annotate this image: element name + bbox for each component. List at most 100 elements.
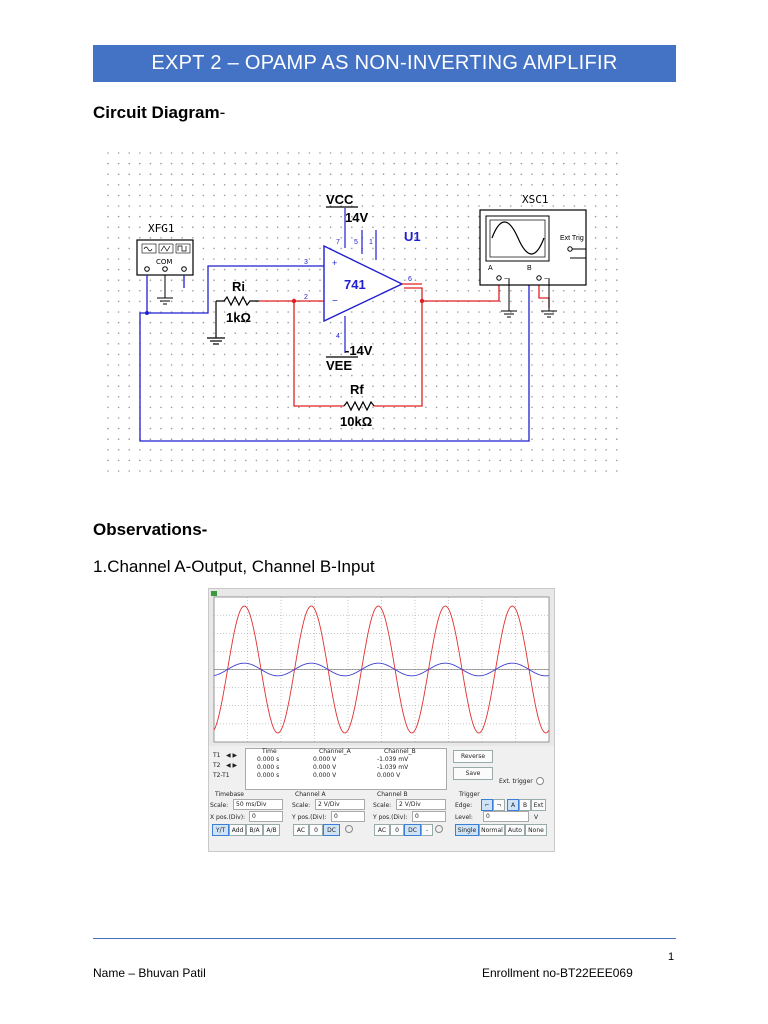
t1-a: 0.000 V [313, 756, 337, 763]
t1-b: -1.039 mV [377, 756, 409, 763]
dot-grid [107, 152, 618, 472]
channel-a-radio[interactable] [345, 825, 353, 833]
channel-a-dc-button[interactable]: DC [323, 824, 340, 836]
observations-heading: Observations- [93, 520, 207, 540]
timebase-title: Timebase [215, 791, 244, 798]
oscilloscope-window: T1 T2 T2-T1 ◀ ▶ ◀ ▶ Time Channel_A Chann… [208, 588, 555, 852]
t2-t1-time: 0.000 s [257, 772, 280, 779]
channel-a-ypos-field[interactable]: 0 [331, 811, 365, 822]
circuit-heading-text: Circuit Diagram [93, 103, 220, 122]
channel-b-dc-button[interactable]: DC [404, 824, 421, 836]
ri-value: 1kΩ [226, 310, 251, 325]
trigger-source-a-button[interactable]: A [507, 799, 519, 811]
scope-grid [214, 597, 549, 742]
timebase-xpos-label: X pos.(Div): [210, 814, 246, 821]
trigger-level-field[interactable]: 0 [483, 811, 529, 822]
trigger-none-button[interactable]: None [525, 824, 547, 836]
trigger-level-label: Level: [455, 814, 473, 821]
svg-text:−: − [504, 276, 508, 283]
svg-text:+: + [332, 258, 337, 268]
opamp-741: VCC 14V 7 5 1 U1 + − 3 2 6 741 4 -14V VE… [304, 192, 422, 373]
channel-b-invert-button[interactable]: - [421, 824, 433, 836]
pin-5: 5 [354, 239, 358, 246]
ri-label: Ri [232, 279, 245, 294]
channel-a-scale-field[interactable]: 2 V/Div [315, 799, 365, 810]
observation-item-text: Channel A-Output, Channel B-Input [107, 557, 375, 576]
svg-text:−: − [544, 276, 548, 283]
trigger-auto-button[interactable]: Auto [505, 824, 525, 836]
t1-arrows-icon[interactable]: ◀ ▶ [226, 752, 238, 759]
mode-add-button[interactable]: Add [229, 824, 246, 836]
timebase-scale-label: Scale: [210, 802, 229, 809]
rf-value: 10kΩ [340, 414, 372, 429]
channel-b-scale-field[interactable]: 2 V/Div [396, 799, 446, 810]
trigger-source-b-button[interactable]: B [519, 799, 531, 811]
function-generator: XFG1 COM [136, 222, 194, 305]
row-label-t2: T2 [213, 762, 221, 769]
timebase-xpos-field[interactable]: 0 [249, 811, 283, 822]
vee-value: -14V [345, 343, 373, 358]
channel-b-scale-label: Scale: [373, 802, 392, 809]
circuit-heading-suffix: - [219, 103, 226, 122]
fg-label: XFG1 [148, 222, 175, 235]
pin-4: 4 [336, 333, 340, 340]
trigger-normal-button[interactable]: Normal [479, 824, 505, 836]
channel-b-zero-button[interactable]: 0 [390, 824, 404, 836]
reverse-button[interactable]: Reverse [453, 750, 493, 763]
mode-ba-button[interactable]: B/A [246, 824, 263, 836]
save-button[interactable]: Save [453, 767, 493, 780]
svg-text:−: − [332, 296, 338, 307]
scope-label: XSC1 [522, 193, 549, 206]
opamp-model: 741 [344, 277, 366, 292]
footer-rule [93, 938, 676, 939]
circuit-diagram: XFG1 COM Ri 1kΩ [107, 152, 618, 472]
header-time: Time [262, 748, 277, 755]
row-label-t2-t1: T2-T1 [213, 772, 230, 779]
observations-heading-text: Observations- [93, 520, 208, 539]
channel-a-ac-button[interactable]: AC [293, 824, 309, 836]
observation-item-number: 1. [93, 557, 108, 576]
trigger-source-ext-button[interactable]: Ext [531, 799, 546, 811]
t1-time: 0.000 s [257, 756, 280, 763]
observation-item-1: 1.Channel A-Output, Channel B-Input [93, 557, 375, 577]
scope-a-label: A [488, 265, 493, 272]
trigger-marker-icon [211, 591, 217, 596]
header-channel-a: Channel_A [319, 748, 351, 755]
vcc-value: 14V [345, 210, 368, 225]
scope-ext-label: Ext Trig [560, 235, 584, 242]
oscilloscope-symbol: XSC1 Ext Trig A B − − [479, 193, 587, 318]
pin-1: 1 [369, 239, 373, 246]
channel-b-ypos-field[interactable]: 0 [412, 811, 446, 822]
rising-edge-icon[interactable]: ⌐ [481, 799, 493, 811]
falling-edge-icon[interactable]: ¬ [493, 799, 505, 811]
timebase-scale-field[interactable]: 50 ms/Div [233, 799, 283, 810]
ext-trigger-label: Ext. trigger [499, 778, 533, 785]
trigger-single-button[interactable]: Single [455, 824, 479, 836]
resistor-ri: Ri 1kΩ [207, 279, 259, 345]
channel-a-title: Channel A [295, 791, 326, 798]
t2-time: 0.000 s [257, 764, 280, 771]
trigger-title: Trigger [459, 791, 480, 798]
channel-a-ypos-label: Y pos.(Div): [292, 814, 327, 821]
channel-b-radio[interactable] [435, 825, 443, 833]
scope-screen [209, 589, 554, 746]
t2-t1-a: 0.000 V [313, 772, 337, 779]
t2-arrows-icon[interactable]: ◀ ▶ [226, 762, 238, 769]
cursor-readout-table [245, 748, 447, 790]
footer-name: Name – Bhuvan Patil [93, 966, 206, 980]
ext-trigger-radio[interactable] [536, 777, 544, 785]
channel-b-ypos-label: Y pos.(Div): [373, 814, 408, 821]
scope-b-label: B [527, 265, 532, 272]
trigger-level-unit: V [534, 814, 539, 821]
channel-a-zero-button[interactable]: 0 [309, 824, 323, 836]
t2-t1-b: 0.000 V [377, 772, 401, 779]
t2-b: -1.039 mV [377, 764, 409, 771]
mode-ab-button[interactable]: A/B [263, 824, 280, 836]
rf-label: Rf [350, 382, 364, 397]
pin-3: 3 [304, 259, 308, 266]
mode-yt-button[interactable]: Y/T [212, 824, 229, 836]
footer-enrollment: Enrollment no-BT22EEE069 [482, 966, 633, 980]
trigger-edge-label: Edge: [455, 802, 473, 809]
opamp-label: U1 [404, 229, 421, 244]
channel-b-ac-button[interactable]: AC [374, 824, 390, 836]
